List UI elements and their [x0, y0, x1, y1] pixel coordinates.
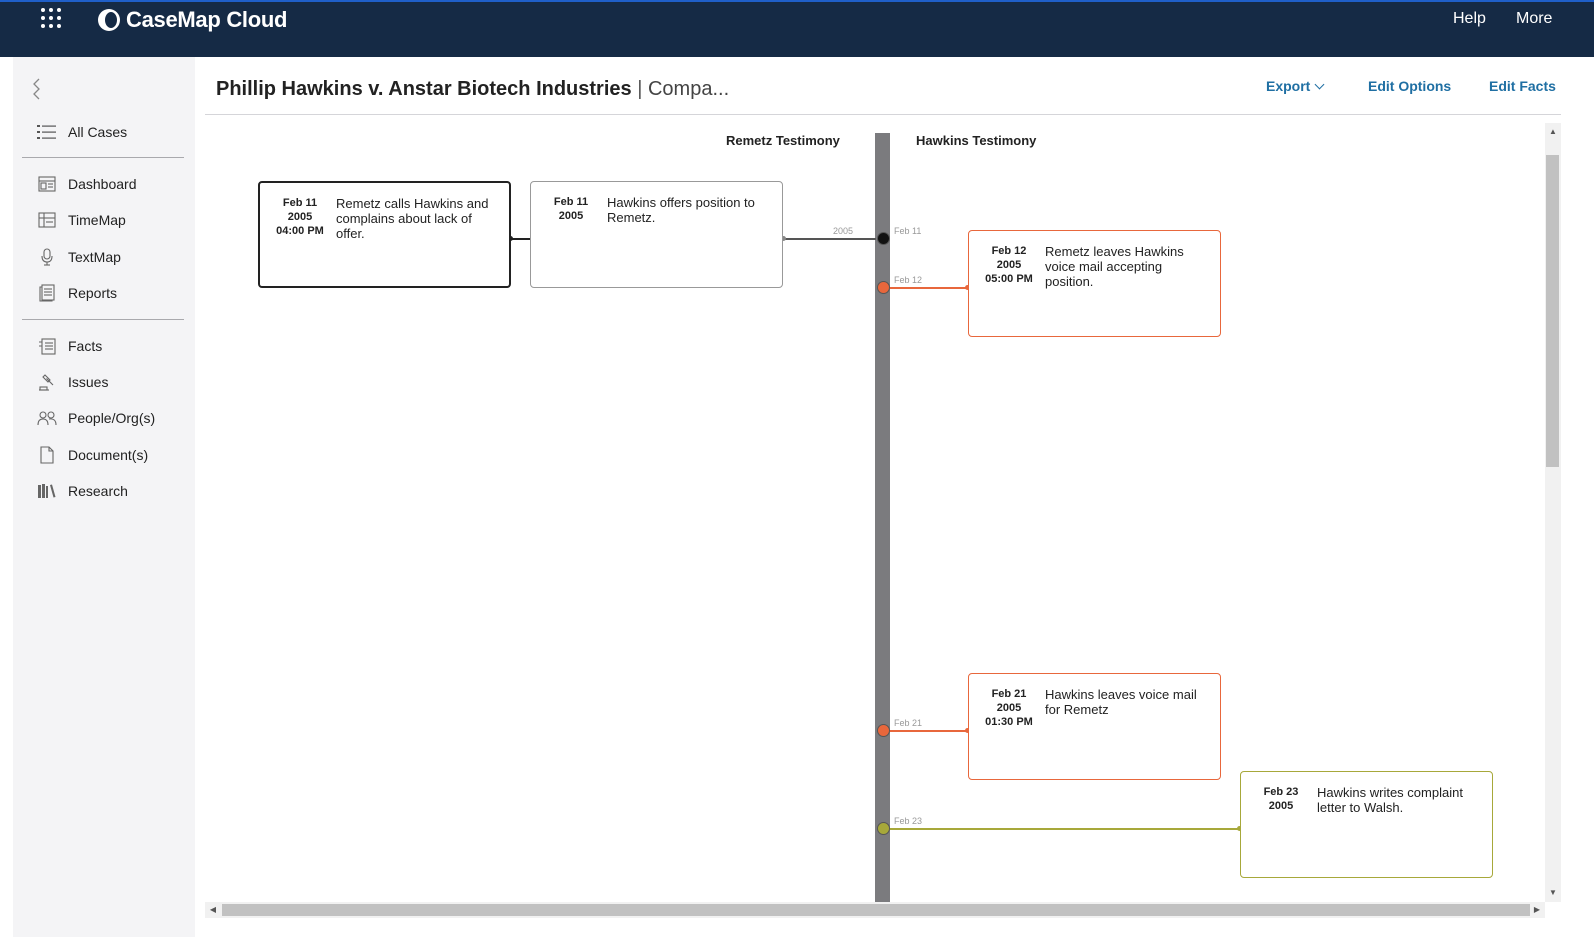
reports-icon: [37, 283, 57, 303]
edit-facts-button[interactable]: Edit Facts: [1489, 78, 1556, 94]
books-icon: [37, 481, 57, 501]
connector-line: [510, 238, 530, 240]
scroll-right-icon[interactable]: ▶: [1533, 905, 1541, 914]
fact-text: Remetz leaves Hawkins voice mail accepti…: [1045, 244, 1184, 289]
facts-icon: [37, 336, 57, 356]
sidebar-item-timemap[interactable]: TimeMap: [37, 208, 126, 232]
sidebar-item-documents[interactable]: Document(s): [37, 443, 148, 467]
sidebar-item-label: Research: [68, 483, 128, 499]
header-divider: [205, 114, 1561, 115]
apps-grid-icon[interactable]: [41, 8, 63, 30]
fact-text: Hawkins leaves voice mail for Remetz: [1045, 687, 1197, 717]
fact-text: Remetz calls Hawkins and complains about…: [336, 196, 489, 241]
export-dropdown[interactable]: Export: [1266, 78, 1325, 94]
timemap-icon: [37, 210, 57, 230]
top-navigation-bar: CaseMap Cloud Help More: [0, 0, 1594, 57]
timeline-canvas[interactable]: Remetz Testimony Hawkins Testimony 2005 …: [205, 120, 1545, 902]
sidebar-item-label: Document(s): [68, 447, 149, 463]
sidebar-item-label: All Cases: [68, 124, 128, 140]
sidebar-item-label: Dashboard: [68, 176, 137, 192]
connector-line: [889, 287, 969, 289]
sidebar-item-issues[interactable]: Issues: [37, 370, 108, 394]
fact-text: Hawkins offers position to Remetz.: [607, 195, 755, 225]
dashboard-icon: [37, 174, 57, 194]
more-menu[interactable]: More: [1516, 10, 1553, 27]
case-name: Phillip Hawkins v. Anstar Biotech Indust…: [216, 78, 632, 100]
timeline-marker[interactable]: [877, 281, 890, 294]
sidebar-item-label: Facts: [68, 338, 103, 354]
axis-date-label: Feb 21: [894, 718, 923, 728]
people-icon: [37, 408, 57, 428]
export-label: Export: [1266, 78, 1311, 94]
list-icon: [37, 122, 57, 142]
timeline-marker[interactable]: [877, 822, 890, 835]
title-separator: |: [637, 78, 643, 100]
axis-date-label: Feb 23: [894, 816, 923, 826]
connector-endpoint: [781, 236, 786, 241]
lane-header-right: Hawkins Testimony: [916, 133, 1037, 148]
sidebar-item-dashboard[interactable]: Dashboard: [37, 172, 137, 196]
timeline-marker[interactable]: [877, 232, 890, 245]
sidebar-divider: [22, 319, 184, 320]
app-name: CaseMap Cloud: [126, 7, 288, 32]
sidebar-item-label: TextMap: [68, 249, 121, 265]
sidebar-item-facts[interactable]: Facts: [37, 334, 102, 358]
chevron-down-icon: [1314, 79, 1325, 90]
axis-year-label: 2005: [833, 226, 854, 236]
help-link[interactable]: Help: [1453, 10, 1486, 27]
sidebar: All Cases Dashboard TimeMap TextMap Repo…: [13, 57, 195, 937]
connector-line: [889, 730, 969, 732]
view-name: Compa...: [647, 78, 730, 100]
connector-endpoint: [965, 285, 970, 290]
scroll-down-icon[interactable]: ▼: [1549, 888, 1557, 897]
gavel-icon: [37, 372, 57, 392]
sidebar-item-people[interactable]: People/Org(s): [37, 406, 155, 430]
sidebar-item-all-cases[interactable]: All Cases: [37, 120, 127, 144]
timeline-axis: [875, 133, 890, 902]
sidebar-divider: [22, 157, 184, 158]
app-logo[interactable]: CaseMap Cloud: [98, 6, 287, 34]
axis-date-label: Feb 12: [894, 275, 923, 285]
collapse-handle-icon[interactable]: [30, 77, 44, 103]
sidebar-item-label: People/Org(s): [68, 410, 156, 426]
scrollbar-thumb[interactable]: [1546, 155, 1559, 467]
microphone-icon: [37, 247, 57, 267]
connector-endpoint: [965, 728, 970, 733]
document-icon: [37, 445, 57, 465]
fact-text: Hawkins writes complaint letter to Walsh…: [1317, 785, 1463, 815]
scrollbar-thumb[interactable]: [222, 904, 1530, 916]
casemap-logo-icon: [98, 9, 120, 31]
scroll-left-icon[interactable]: ◀: [209, 905, 217, 914]
sidebar-item-research[interactable]: Research: [37, 479, 128, 503]
connector-endpoint: [1237, 826, 1242, 831]
sidebar-item-label: Reports: [68, 285, 118, 301]
sidebar-item-label: Issues: [68, 374, 109, 390]
page-title: Phillip Hawkins v. Anstar Biotech Indust…: [216, 78, 729, 101]
sidebar-item-label: TimeMap: [68, 212, 126, 228]
lane-header-left: Remetz Testimony: [726, 133, 840, 148]
connector-line: [889, 828, 1240, 830]
vertical-scrollbar[interactable]: ▲ ▼: [1545, 123, 1561, 902]
edit-options-button[interactable]: Edit Options: [1368, 78, 1452, 94]
timeline-marker[interactable]: [877, 724, 890, 737]
sidebar-item-reports[interactable]: Reports: [37, 281, 117, 305]
scroll-up-icon[interactable]: ▲: [1549, 127, 1557, 136]
axis-date-label: Feb 11: [894, 226, 922, 236]
sidebar-item-textmap[interactable]: TextMap: [37, 245, 121, 269]
horizontal-scrollbar[interactable]: ◀ ▶: [205, 902, 1545, 918]
connector-line: [782, 238, 876, 240]
